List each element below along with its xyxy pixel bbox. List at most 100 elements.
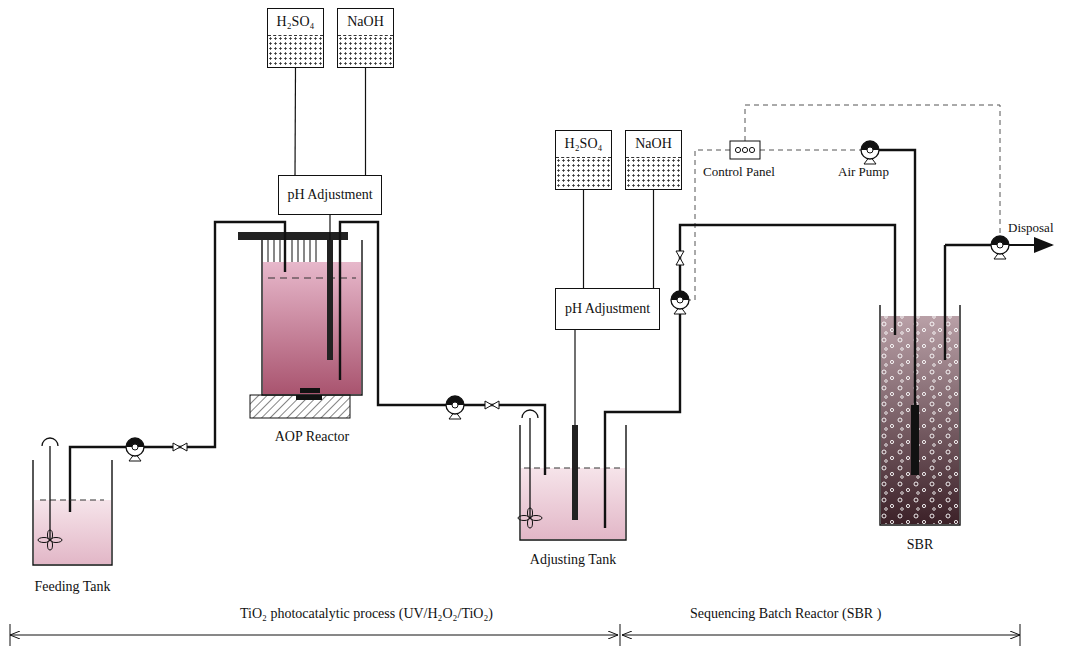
sbr-vessel [881,316,959,524]
aop-reactor-vessel [262,240,362,395]
valve-symbol [676,251,684,265]
control-panel-box [749,147,754,152]
section-dimension-bar [1020,624,1021,646]
mixer-symbol [48,540,53,550]
chemical-tank: NaOH [337,8,394,68]
section-dimension-bar [10,624,11,646]
adjusting-tank-vessel [572,425,578,520]
pump-label: Air Pump [838,164,889,180]
dosing-line [294,68,296,175]
section-dimension-bar [10,635,618,636]
aop-reactor-vessel [316,240,317,262]
aop-reactor-vessel [268,240,316,262]
dosing-line [583,190,584,288]
sbr-vessel [880,305,960,525]
control-panel-box [742,147,747,152]
pipe-line [340,222,545,425]
mixer-symbol [42,438,58,446]
pump-symbol [446,396,464,419]
feeding-tank-vessel [33,460,112,565]
aop-reactor-vessel [268,278,356,279]
chemical-tank: NaOH [625,130,682,190]
adjusting-tank-vessel [529,418,530,518]
aop-reactor-vessel [263,262,361,394]
aop-reactor-vessel [304,240,305,262]
adjusting-tank-vessel [522,410,538,418]
chemical-fill [556,157,611,189]
adjusting-tank-vessel [520,425,626,540]
aop-reactor-vessel [274,240,275,262]
adjusting-tank-vessel [528,508,533,518]
adjusting-tank-vessel [544,425,546,475]
control-signal-line [745,105,1000,236]
air-pump-symbol [861,141,879,164]
feeding-tank-vessel [34,500,111,564]
aop-reactor-vessel [280,240,281,262]
aop-reactor-vessel [250,395,350,418]
sbr-vessel [911,405,919,475]
vessel-node: AOP Reactor [262,240,362,395]
pipe-line [70,222,285,460]
section-dimension-bar [622,635,1020,636]
dosing-line [653,190,654,288]
aop-reactor-vessel [298,240,299,262]
vessel-node: SBR [880,305,960,525]
sbr-vessel [894,305,896,335]
adjusting-tank-vessel [518,410,626,540]
node-text: NaOH [345,14,386,30]
pump-symbol [126,438,144,461]
sbr-vessel [879,150,915,470]
disposal-pipe [1009,244,1052,246]
dosing-line [574,330,575,425]
sbr-vessel [881,316,959,524]
control-label: Control Panel [703,164,775,180]
node-text: NaOH [633,136,674,152]
chemical-tank: H₂SO₄ [555,130,612,190]
control-signal-line [689,105,1000,300]
vessel-label: Adjusting Tank [530,552,616,568]
vessel-label: AOP Reactor [275,429,350,445]
process-box: pH Adjustment [278,175,382,215]
section-dimension-bar [620,624,621,646]
pump-symbol [991,236,1009,259]
control-panel-box [730,141,760,159]
chemical-fill [626,157,681,189]
aop-reactor-vessel [238,232,362,418]
node-text: H₂SO₄ [563,136,605,152]
pump-symbol [671,291,689,314]
section-label: Sequencing Batch Reactor (SBR ) [690,606,881,622]
sbr-vessel [879,150,960,525]
node-text: pH Adjustment [287,187,372,203]
valve-symbol [485,401,499,409]
aop-reactor-vessel [300,388,320,393]
control-panel-box [730,141,760,159]
dosing-line [365,68,366,175]
chemical-fill [338,35,393,67]
aop-reactor-vessel [284,240,286,272]
aop-reactor-vessel [292,240,293,262]
mixer-symbol [48,530,53,540]
valve-symbol [173,443,187,451]
vessel-label: Feeding Tank [34,579,110,595]
chemical-fill [268,35,323,67]
process-box: pH Adjustment [555,288,660,330]
aop-reactor-vessel [327,240,333,360]
section-label: TiO₂ photocatalytic process (UV/H₂O₂/TiO… [240,606,493,622]
chemical-tank: H₂SO₄ [267,8,324,68]
node-text: pH Adjustment [565,301,650,317]
disposal-pipe [945,244,991,246]
feeding-tank-vessel [33,460,112,565]
section-dimension-bar [10,624,1020,646]
adjusting-tank-vessel [604,425,606,528]
adjusting-tank-vessel [528,518,533,528]
control-panel-box [735,147,740,152]
vessel-node: Feeding Tank [33,460,112,565]
control-signal-line [760,150,861,151]
aop-reactor-vessel [268,240,269,262]
aop-reactor-vessel [296,395,322,400]
vessel-node: Adjusting Tank [520,425,626,540]
mixer-symbol [38,438,62,550]
outlet-label: Disposal [1008,220,1054,236]
node-text: H₂SO₄ [275,14,317,30]
